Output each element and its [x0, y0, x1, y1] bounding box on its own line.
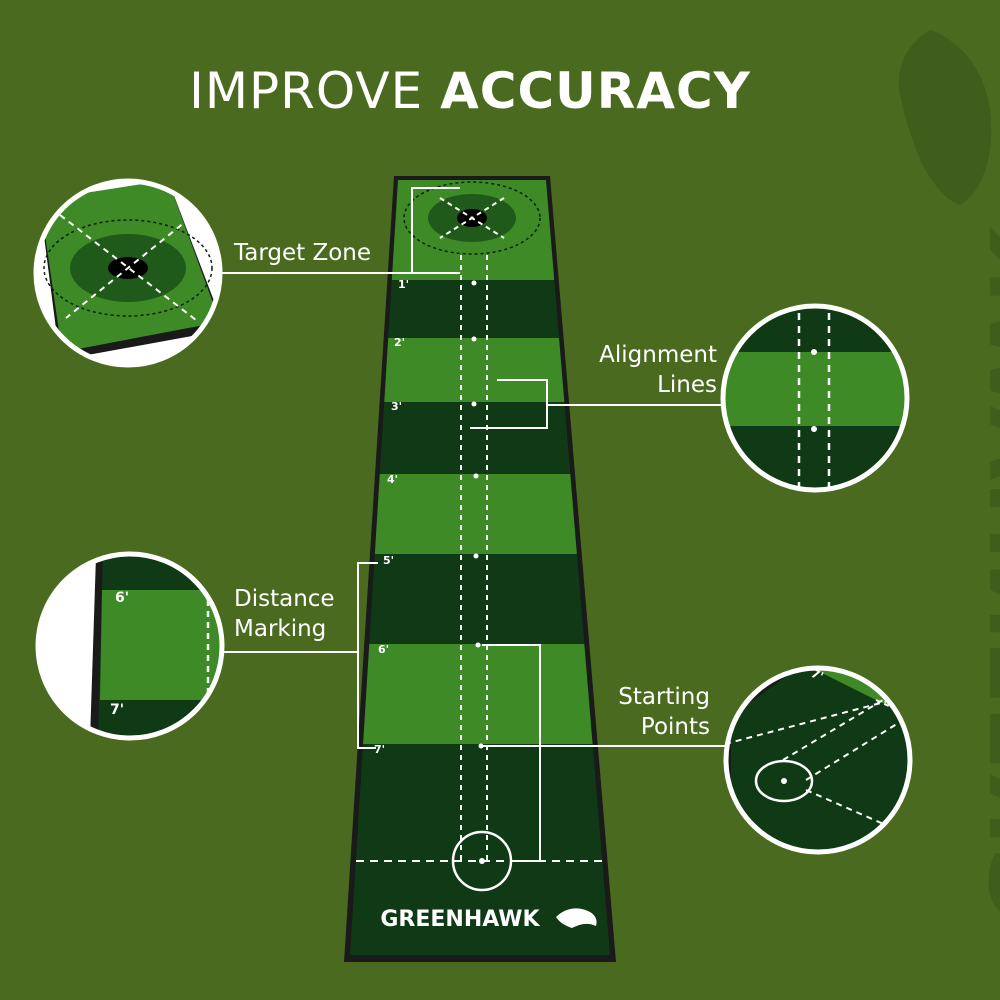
mat-band-4: [350, 474, 610, 554]
zoom-starting-mark: 7': [809, 666, 826, 684]
distance-mark-1: 1': [398, 278, 409, 291]
zoom-distance: 6' 7': [35, 551, 225, 741]
putting-mat: 1' 2' 3' 4' 5' 6' 7' GREENHAWK: [344, 176, 616, 962]
zoom-starting-points: 7': [723, 665, 913, 855]
mat-band-1: [350, 280, 610, 338]
page-title-bold: ACCURACY: [440, 62, 751, 120]
mat-band-5: [350, 554, 610, 644]
distance-mark-6: 6': [378, 643, 389, 656]
target-outer-ring: [403, 181, 541, 255]
callout-target-zone: Target Zone: [234, 238, 371, 268]
callout-alignment-line-2: Lines: [657, 372, 717, 398]
start-dot: [479, 858, 485, 864]
callout-alignment-line-1: Alignment: [599, 342, 717, 368]
target-cross-line: [439, 197, 505, 239]
zoom-alignment: [720, 303, 910, 493]
callout-distance: Distance Marking: [234, 584, 335, 644]
callout-alignment: Alignment Lines: [560, 340, 717, 400]
watermark-brand: GREENHAWK: [967, 226, 1000, 924]
distance-mark-7: 7': [374, 743, 385, 756]
mat-brand: GREENHAWK: [380, 907, 540, 932]
callout-distance-line-2: Marking: [234, 616, 327, 642]
callout-distance-line-1: Distance: [234, 586, 335, 612]
callout-starting: Starting Points: [580, 682, 710, 742]
zoom-target-zone: [33, 178, 223, 368]
mat-band-3: [350, 402, 610, 474]
zoom-distance-mark-lower: 7': [110, 702, 124, 718]
page-title: IMPROVE ACCURACY: [0, 62, 940, 120]
page-title-light: IMPROVE: [189, 62, 424, 120]
callout-starting-line-1: Starting: [618, 684, 710, 710]
start-circle: [451, 830, 513, 892]
mat-hawk-icon: [556, 908, 597, 928]
center-dots: [471, 280, 484, 749]
distance-mark-2: 2': [394, 336, 405, 349]
distance-mark-4: 4': [387, 473, 398, 486]
callout-target-zone-label: Target Zone: [234, 240, 372, 266]
distance-mark-3: 3': [391, 400, 402, 413]
callout-starting-line-2: Points: [640, 714, 710, 740]
watermark-hawk-icon: [898, 30, 992, 205]
zoom-distance-mark-upper: 6': [115, 590, 129, 606]
distance-mark-5: 5': [383, 554, 394, 567]
leader-lines: [218, 187, 726, 862]
mat-band-6: [350, 644, 610, 744]
